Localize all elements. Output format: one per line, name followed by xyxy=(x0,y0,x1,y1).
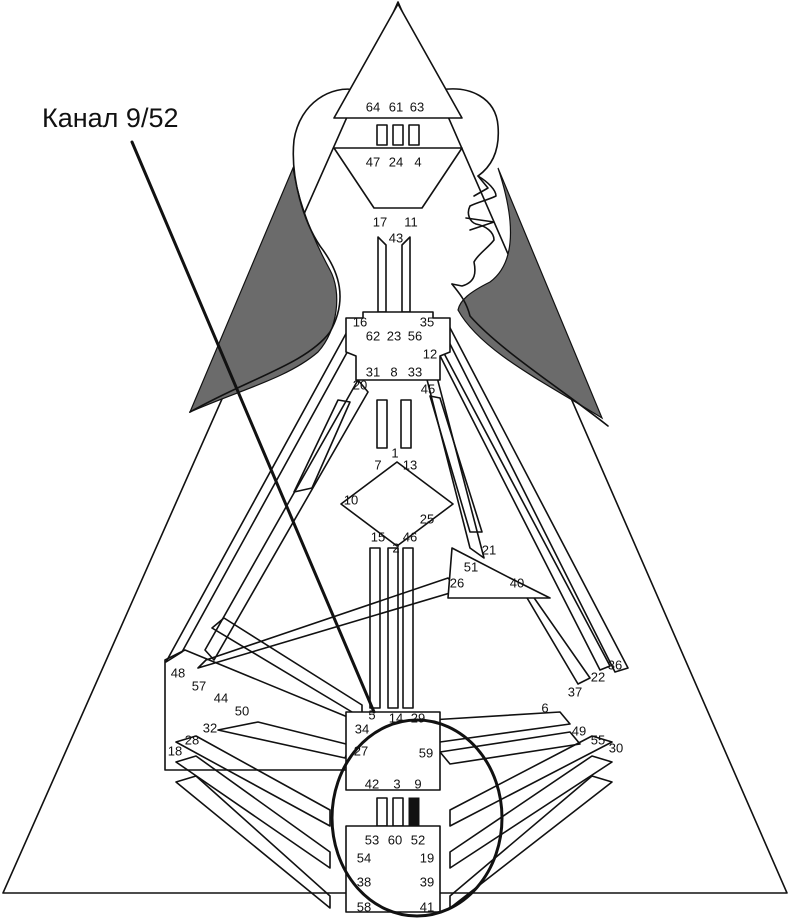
gate-30: 30 xyxy=(609,741,623,756)
gate-51: 51 xyxy=(464,560,478,575)
gate-60: 60 xyxy=(388,833,402,848)
gate-61: 61 xyxy=(389,100,403,115)
gate-59: 59 xyxy=(419,746,433,761)
gate-26: 26 xyxy=(450,576,464,591)
gate-9: 9 xyxy=(414,777,421,792)
gate-52: 52 xyxy=(411,833,425,848)
pointer-line xyxy=(130,140,376,714)
gate-54: 54 xyxy=(357,851,371,866)
head-center xyxy=(333,3,463,119)
highlight-ellipse xyxy=(330,718,504,918)
gate-28: 28 xyxy=(185,733,199,748)
gate-16: 16 xyxy=(353,315,367,330)
gate-20: 20 xyxy=(353,378,367,393)
gate-32: 32 xyxy=(203,721,217,736)
gate-53: 53 xyxy=(365,833,379,848)
gate-7: 7 xyxy=(374,458,381,473)
active-channel-9-52 xyxy=(408,797,420,827)
gate-18: 18 xyxy=(168,744,182,759)
gate-33: 33 xyxy=(408,365,422,380)
ego-center xyxy=(447,547,551,599)
gate-4: 4 xyxy=(414,155,421,170)
channel-caption: Канал 9/52 xyxy=(42,103,178,133)
gate-10: 10 xyxy=(344,493,358,508)
gate-62: 62 xyxy=(366,329,380,344)
gate-1: 1 xyxy=(391,446,398,461)
g-center xyxy=(340,461,454,547)
gate-41: 41 xyxy=(420,900,434,915)
ajna-center xyxy=(333,147,463,209)
gate-39: 39 xyxy=(420,875,434,890)
gate-47: 47 xyxy=(366,155,380,170)
gate-43: 43 xyxy=(389,231,403,246)
gate-34: 34 xyxy=(355,722,369,737)
gate-36: 36 xyxy=(608,658,622,673)
gate-8: 8 xyxy=(390,365,397,380)
gate-5: 5 xyxy=(368,708,375,723)
gate-58: 58 xyxy=(357,900,371,915)
gate-29: 29 xyxy=(411,711,425,726)
nose xyxy=(473,175,489,197)
gate-48: 48 xyxy=(171,666,185,681)
centers xyxy=(164,3,551,913)
spleen-center xyxy=(164,649,351,771)
gate-55: 55 xyxy=(591,733,605,748)
gate-57: 57 xyxy=(192,679,206,694)
gate-50: 50 xyxy=(235,704,249,719)
gate-14: 14 xyxy=(389,711,403,726)
gate-22: 22 xyxy=(591,670,605,685)
face-profile xyxy=(439,88,500,287)
lips xyxy=(465,217,495,231)
gate-46: 46 xyxy=(403,530,417,545)
gate-11: 11 xyxy=(404,215,418,230)
gate-31: 31 xyxy=(366,365,380,380)
gate-64: 64 xyxy=(366,100,380,115)
gate-56: 56 xyxy=(408,329,422,344)
gate-13: 13 xyxy=(403,458,417,473)
gate-6: 6 xyxy=(541,701,548,716)
gate-63: 63 xyxy=(410,100,424,115)
gate-40: 40 xyxy=(510,576,524,591)
gate-24: 24 xyxy=(389,155,403,170)
gate-42: 42 xyxy=(365,777,379,792)
hair-right-shade xyxy=(457,167,604,420)
face-outline-lower xyxy=(451,283,609,427)
gate-35: 35 xyxy=(420,315,434,330)
gate-17: 17 xyxy=(373,215,387,230)
gate-27: 27 xyxy=(354,744,368,759)
gate-25: 25 xyxy=(420,512,434,527)
gate-3: 3 xyxy=(393,777,400,792)
gate-45: 45 xyxy=(421,382,435,397)
gate-38: 38 xyxy=(357,875,371,890)
gate-labels: 64 61 63 47 24 4 17 43 11 16 35 62 23 56… xyxy=(168,100,623,915)
gate-44: 44 xyxy=(214,691,228,706)
gate-2: 2 xyxy=(392,541,399,556)
gate-49: 49 xyxy=(572,724,586,739)
gate-21: 21 xyxy=(482,543,496,558)
gate-12: 12 xyxy=(423,347,437,362)
gate-37: 37 xyxy=(568,685,582,700)
gate-23: 23 xyxy=(387,329,401,344)
throat-center xyxy=(345,311,451,381)
gate-19: 19 xyxy=(420,851,434,866)
head-silhouette xyxy=(189,88,357,413)
gate-15: 15 xyxy=(371,530,385,545)
